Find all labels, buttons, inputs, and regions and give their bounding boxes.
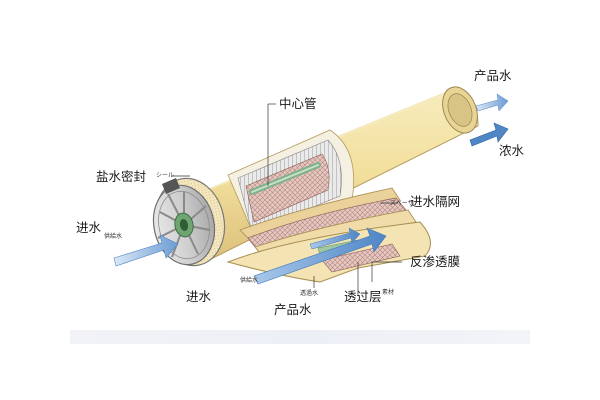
small-label-spacer: スペーサ (390, 200, 414, 207)
label-ro-membrane: 反渗透膜 (410, 254, 461, 269)
bottom-band (70, 330, 530, 344)
feed-arrow-left (113, 234, 179, 267)
label-feed-left: 进水 (76, 220, 102, 235)
label-concentrate: 浓水 (499, 143, 525, 158)
label-center-tube: 中心管 (279, 96, 317, 111)
permeate-arrow (309, 227, 361, 250)
label-product-water-bottom: 产品水 (274, 302, 312, 317)
small-label-permeate: 透過水 (300, 290, 319, 297)
concentrate-arrow (469, 122, 509, 147)
label-permeate-layer: 透过层 (344, 289, 382, 304)
small-label-seal: シール (156, 172, 175, 179)
label-feed-spacer: 进水隔网 (410, 194, 461, 209)
product-water-arrow (475, 93, 509, 112)
small-label-feed-left: 供給水 (104, 233, 123, 240)
flow-arrows (113, 93, 509, 285)
leader-lines (172, 103, 402, 296)
small-label-feed-bottom: 供給水 (240, 277, 259, 284)
cutaway-section (227, 129, 355, 241)
label-brine-seal: 盐水密封 (96, 169, 147, 184)
label-product-water-top: 产品水 (474, 68, 512, 83)
label-feed-bottom: 进水 (186, 289, 212, 304)
small-label-material: 素材 (382, 289, 395, 296)
